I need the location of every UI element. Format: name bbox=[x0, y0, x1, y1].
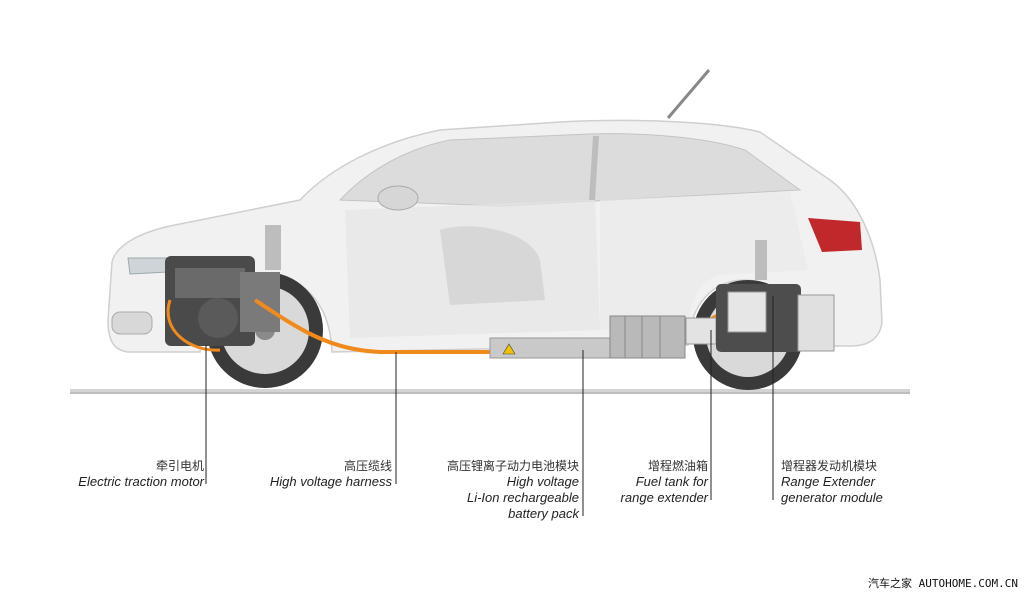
callout-en: Li-Ion rechargeable bbox=[447, 490, 579, 506]
rear-shock bbox=[755, 240, 767, 280]
callout-en: Electric traction motor bbox=[78, 474, 204, 490]
callout-en: Range Extender bbox=[781, 474, 883, 490]
front-grille bbox=[112, 312, 152, 334]
watermark: 汽车之家 AUTOHOME.COM.CN bbox=[868, 575, 1018, 591]
callout-zh: 高压缆线 bbox=[270, 458, 392, 474]
callout-battery-pack: 高压锂离子动力电池模块 High voltage Li-Ion recharge… bbox=[447, 458, 579, 522]
callout-zh: 增程燃油箱 bbox=[621, 458, 708, 474]
side-mirror bbox=[378, 186, 418, 210]
callout-hv-harness: 高压缆线 High voltage harness bbox=[270, 458, 392, 490]
callout-en: High voltage harness bbox=[270, 474, 392, 490]
front-shock bbox=[265, 225, 281, 270]
callout-en: High voltage bbox=[447, 474, 579, 490]
callout-zh: 高压锂离子动力电池模块 bbox=[447, 458, 579, 474]
callout-fuel-tank: 增程燃油箱 Fuel tank for range extender bbox=[621, 458, 708, 506]
callout-en: generator module bbox=[781, 490, 883, 506]
callout-en: range extender bbox=[621, 490, 708, 506]
callout-zh: 增程器发动机模块 bbox=[781, 458, 883, 474]
callout-en: Fuel tank for bbox=[621, 474, 708, 490]
callout-traction-motor: 牵引电机 Electric traction motor bbox=[78, 458, 204, 490]
callout-en: battery pack bbox=[447, 506, 579, 522]
callout-zh: 牵引电机 bbox=[78, 458, 204, 474]
callout-range-extender: 增程器发动机模块 Range Extender generator module bbox=[781, 458, 883, 506]
antenna bbox=[668, 70, 709, 118]
